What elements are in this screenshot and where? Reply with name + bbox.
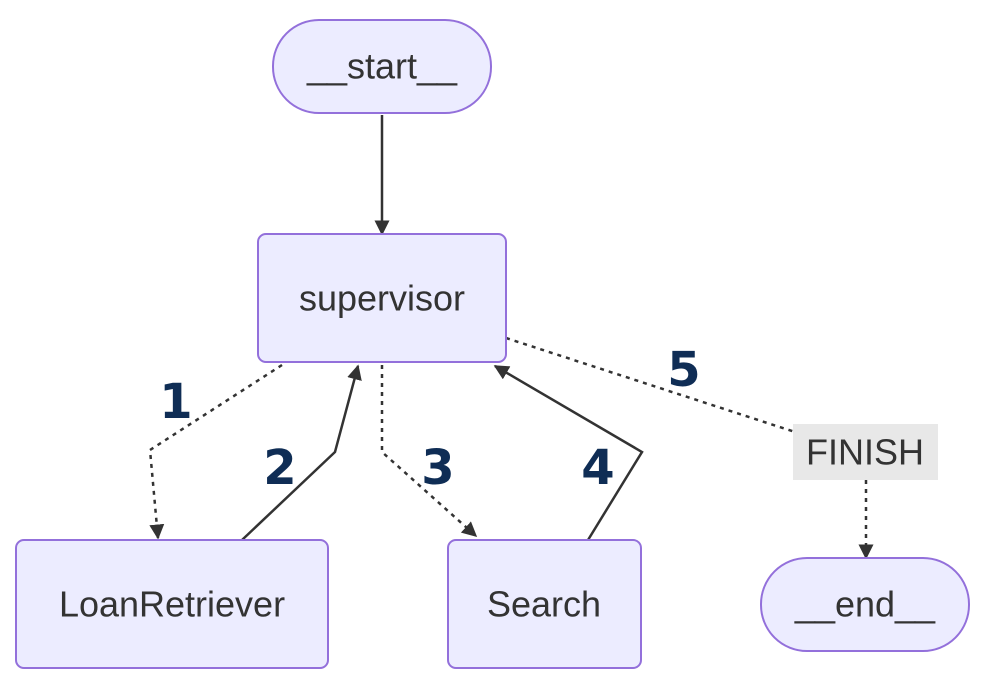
- node-supervisor-shape: [257, 233, 507, 363]
- step-number-5: 5: [667, 342, 700, 398]
- edge-supervisor-to-finish: [505, 336, 796, 434]
- step-number-3: 3: [421, 440, 454, 496]
- edges: [148, 115, 874, 560]
- edge-label-finish: FINISH: [793, 424, 938, 480]
- step-number-4: 4: [581, 440, 614, 496]
- edge-supervisor-to-loanretriever: [148, 363, 283, 540]
- node-end[interactable]: __end__: [760, 557, 970, 652]
- node-search-shape: [447, 539, 642, 669]
- node-search-label: Search: [487, 584, 601, 625]
- node-start[interactable]: __start__: [272, 19, 492, 114]
- node-loanretriever-shape: [15, 539, 329, 669]
- edge-loanretriever-to-supervisor: [241, 364, 362, 541]
- step-number-1: 1: [159, 374, 192, 430]
- node-supervisor-label: supervisor: [299, 278, 465, 319]
- edge-search-to-supervisor: [493, 364, 644, 541]
- node-end-shape: [760, 557, 970, 652]
- node-search[interactable]: Search: [447, 539, 642, 669]
- edge-supervisor-to-search: [380, 365, 478, 537]
- edge-label-finish-bg: [793, 424, 938, 480]
- node-end-label: __end__: [794, 584, 936, 625]
- step-numbers: 1 2 3 4 5: [159, 342, 700, 496]
- node-start-label: __start__: [306, 46, 458, 87]
- node-loanretriever-label: LoanRetriever: [59, 584, 285, 625]
- node-supervisor[interactable]: supervisor: [257, 233, 507, 363]
- step-number-2: 2: [263, 440, 296, 496]
- node-loanretriever[interactable]: LoanRetriever: [15, 539, 329, 669]
- node-start-shape: [272, 19, 492, 114]
- edge-label-finish-text: FINISH: [806, 432, 924, 473]
